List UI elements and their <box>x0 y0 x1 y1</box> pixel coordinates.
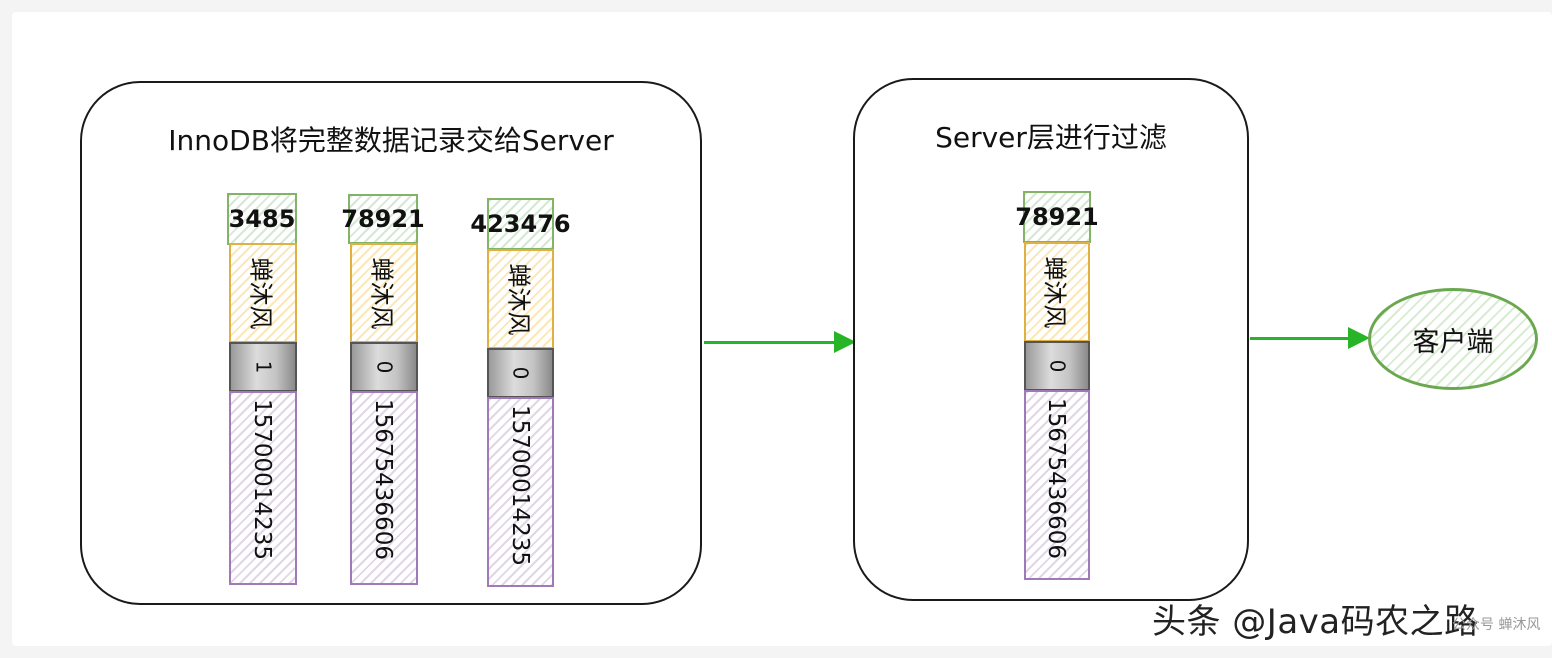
record-phone: 15700014235 <box>487 397 554 587</box>
record-flag: 1 <box>229 342 297 392</box>
record-name-text: 蝉沐风 <box>504 263 532 335</box>
watermark: 头条 @Java码农之路 <box>1152 602 1479 642</box>
record-flag: 0 <box>487 348 554 398</box>
innodb-panel-title: InnoDB将完整数据记录交给Server <box>168 124 614 157</box>
record-name: 蝉沐风 <box>350 243 418 343</box>
record-name: 蝉沐风 <box>229 243 297 343</box>
flow-arrow-line <box>704 341 834 344</box>
record-flag-text: 0 <box>508 366 533 380</box>
record-id: 423476 <box>470 198 571 250</box>
record-flag: 0 <box>1024 341 1090 391</box>
record-phone-text: 15675436606 <box>1043 398 1069 559</box>
flow-arrow-head <box>1348 327 1370 349</box>
client-node: 客户端 <box>1368 288 1538 390</box>
record-phone-text: 15700014235 <box>249 399 275 560</box>
record-name-text: 蝉沐风 <box>367 257 396 329</box>
record-name-text: 蝉沐风 <box>246 257 275 329</box>
flow-arrow-head <box>834 331 856 353</box>
watermark-sub: 公众号 蝉沐风 <box>1452 617 1541 633</box>
record-name: 蝉沐风 <box>1024 242 1090 342</box>
record-phone: 15675436606 <box>350 391 418 585</box>
record-phone-text: 15700014235 <box>506 405 533 566</box>
flow-arrow-line <box>1250 337 1350 340</box>
record-name: 蝉沐风 <box>487 249 554 349</box>
record-flag: 0 <box>350 342 418 392</box>
record-name-text: 蝉沐风 <box>1040 256 1069 328</box>
record-flag-text: 0 <box>371 360 396 374</box>
record-flag-text: 1 <box>250 360 275 374</box>
record-id: 3485 <box>227 193 297 245</box>
record-phone: 15675436606 <box>1024 390 1090 580</box>
record-flag-text: 0 <box>1044 359 1069 373</box>
record-id: 78921 <box>341 194 425 244</box>
record-phone-text: 15675436606 <box>370 399 396 560</box>
record-id: 78921 <box>1015 191 1099 243</box>
server-panel-title: Server层进行过滤 <box>935 121 1167 154</box>
record-phone: 15700014235 <box>229 391 297 585</box>
